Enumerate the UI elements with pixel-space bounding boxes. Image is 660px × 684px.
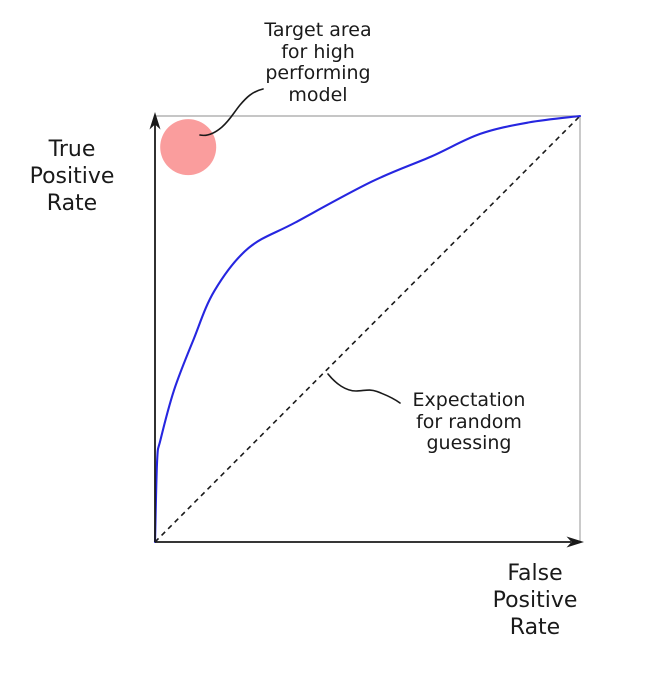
target-area-annotation-line: performing — [265, 62, 371, 84]
random-guessing-annotation: Expectation for random guessing — [389, 389, 549, 455]
y-axis-arrowhead — [149, 112, 161, 130]
x-axis-label: False Positive Rate — [475, 560, 595, 641]
target-area-annotation-line: Target area — [264, 19, 372, 41]
x-axis-arrowhead — [566, 536, 584, 548]
y-axis-label: True Positive Rate — [12, 136, 132, 217]
roc-curve — [153, 114, 582, 544]
target-area-circle — [160, 119, 217, 176]
x-axis-label-line: False — [507, 561, 563, 586]
y-axis-label-line: Rate — [46, 191, 98, 216]
target-area-annotation-line: model — [288, 83, 348, 106]
y-axis-label-line: Positive — [29, 164, 115, 189]
random-guessing-line — [154, 115, 581, 543]
target-area-annotation: Target area for high performing model — [238, 19, 398, 106]
x-axis-label-line: Positive — [492, 588, 578, 613]
random-guessing-annotation-line: guessing — [426, 432, 512, 454]
expectation-annotation-leader-line — [327, 373, 401, 404]
random-guessing-annotation-line: for random — [416, 410, 522, 433]
target-annotation-leader-line — [199, 88, 264, 137]
random-guessing-annotation-line: Expectation — [412, 389, 526, 411]
y-axis-label-line: True — [48, 137, 96, 162]
x-axis-label-line: Rate — [509, 615, 561, 640]
target-area-annotation-line: for high — [281, 40, 355, 63]
